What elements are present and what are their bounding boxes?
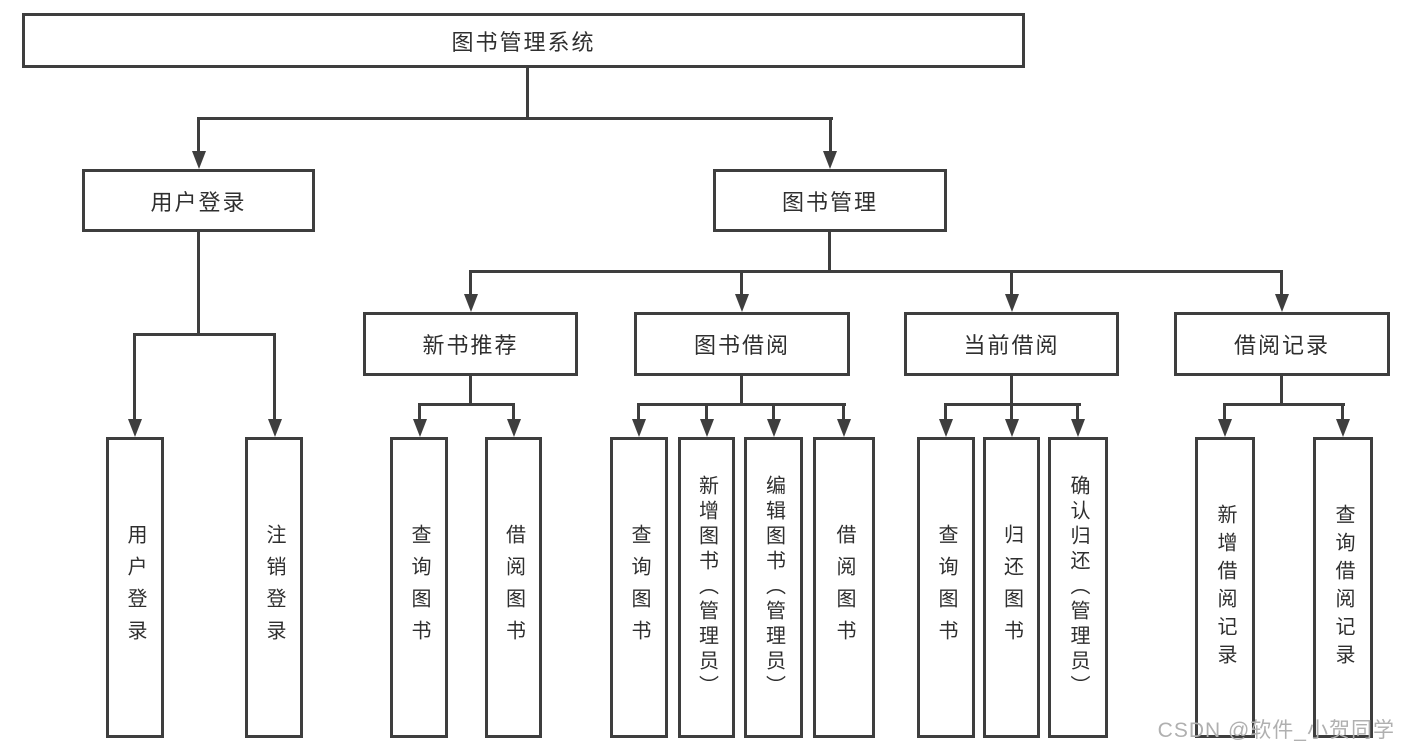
node-leaf-add-borrow-record-label: 新增借阅记录 [1214,503,1236,672]
node-leaf-return-books-label: 归还图书 [1000,523,1023,652]
connector-drop-book-borrow [740,270,743,297]
node-leaf-borrow-borrow-books: 借阅图书 [813,437,875,738]
node-current-borrow-label: 当前借阅 [963,333,1060,358]
connector-drop-book-management [829,117,832,155]
connector-drop-leaf-user-login [133,333,136,421]
node-user-login-label: 用户登录 [150,189,247,215]
node-user-login: 用户登录 [82,169,315,232]
node-book-management-label: 图书管理 [781,189,878,215]
connector-recommend-stem [469,376,472,405]
arrow-down-rec-query [413,419,427,437]
node-leaf-query-borrow-record-label: 查询借阅记录 [1332,503,1354,672]
arrow-down-current-borrow [1005,294,1019,312]
connector-records-stem [1280,376,1283,405]
node-leaf-user-login-label: 用户登录 [124,523,146,652]
node-book-borrow-label: 图书借阅 [693,333,790,358]
node-leaf-add-borrow-record: 新增借阅记录 [1195,437,1255,738]
node-leaf-borrow-borrow-books-label: 借阅图书 [833,523,855,652]
arrow-down-cb-query [939,419,953,437]
arrow-down-bb-edit [767,419,781,437]
connector-root-stem [526,68,529,120]
connector-userlogin-rail [133,333,276,336]
connector-bookborrow-rail [637,403,846,406]
node-leaf-query-borrow-record: 查询借阅记录 [1313,437,1373,738]
arrow-down-user-login [192,151,206,169]
node-leaf-return-books: 归还图书 [983,437,1040,738]
node-leaf-borrow-query-books: 查询图书 [610,437,668,738]
node-leaf-confirm-return-admin: 确认归还（管理员） [1048,437,1108,738]
arrow-down-recommend [464,294,478,312]
node-current-borrow: 当前借阅 [904,312,1119,376]
arrow-down-book-borrow [735,294,749,312]
connector-drop-bb-borrow [842,403,845,424]
arrow-down-rec-borrow [507,419,521,437]
node-leaf-current-query-books-label: 查询图书 [935,523,957,652]
node-root-label: 图书管理系统 [451,29,596,55]
arrow-down-cb-confirm [1071,419,1085,437]
connector-drop-rec-add [1223,403,1226,424]
arrow-down-record-query [1336,419,1350,437]
connector-drop-current-borrow [1010,270,1013,297]
arrow-down-borrow-records [1275,294,1289,312]
connector-drop-user-login [197,117,200,155]
connector-userlogin-stem [197,232,200,336]
connector-drop-bb-query [637,403,640,424]
arrow-down-leaf-user-login [128,419,142,437]
node-borrow-records: 借阅记录 [1174,312,1390,376]
node-leaf-confirm-return-admin-label: 确认归还（管理员） [1067,475,1089,700]
connector-drop-rec-q [1341,403,1344,424]
node-leaf-recommend-query-books-label: 查询图书 [408,523,430,652]
csdn-watermark: CSDN @软件_小贺同学 [1157,719,1395,742]
node-root: 图书管理系统 [22,13,1025,68]
connector-drop-bb-edit [772,403,775,424]
node-leaf-recommend-borrow-books: 借阅图书 [485,437,542,738]
connector-drop-leaf-logout [273,333,276,421]
connector-root-rail [197,117,833,120]
node-leaf-edit-books-admin-label: 编辑图书（管理员） [762,475,785,700]
node-leaf-logout-label: 注销登录 [263,523,285,652]
arrow-down-bb-borrow [837,419,851,437]
connector-bookmgmt-rail [469,270,1283,273]
node-leaf-borrow-query-books-label: 查询图书 [628,523,650,652]
node-book-management: 图书管理 [713,169,947,232]
node-leaf-logout: 注销登录 [245,437,303,738]
arrow-down-cb-return [1005,419,1019,437]
connector-currentborrow-stem [1010,376,1013,405]
connector-recommend-rail [418,403,515,406]
node-leaf-recommend-borrow-books-label: 借阅图书 [502,523,525,652]
arrow-down-bb-add [700,419,714,437]
arrow-down-leaf-logout [268,419,282,437]
node-leaf-user-login: 用户登录 [106,437,164,738]
connector-records-rail [1223,403,1345,406]
arrow-down-record-add [1218,419,1232,437]
node-book-borrow: 图书借阅 [634,312,850,376]
node-leaf-add-books-admin: 新增图书（管理员） [678,437,735,738]
connector-bookmgmt-stem [828,232,831,273]
node-borrow-records-label: 借阅记录 [1233,333,1330,358]
node-leaf-edit-books-admin: 编辑图书（管理员） [744,437,803,738]
connector-drop-cb-confirm [1076,403,1079,424]
arrow-down-book-management [823,151,837,169]
connector-drop-rec-borrow [512,403,515,424]
node-new-book-recommend: 新书推荐 [363,312,578,376]
arrow-down-bb-query [632,419,646,437]
connector-drop-cb-query [944,403,947,424]
node-leaf-recommend-query-books: 查询图书 [390,437,448,738]
connector-bookborrow-stem [740,376,743,405]
connector-drop-recommend [469,270,472,297]
connector-drop-bb-add [705,403,708,424]
connector-drop-borrow-records [1280,270,1283,297]
connector-drop-rec-query [418,403,421,424]
connector-drop-cb-return [1010,403,1013,424]
node-leaf-current-query-books: 查询图书 [917,437,975,738]
node-new-book-recommend-label: 新书推荐 [422,333,519,358]
node-leaf-add-books-admin-label: 新增图书（管理员） [695,475,718,700]
